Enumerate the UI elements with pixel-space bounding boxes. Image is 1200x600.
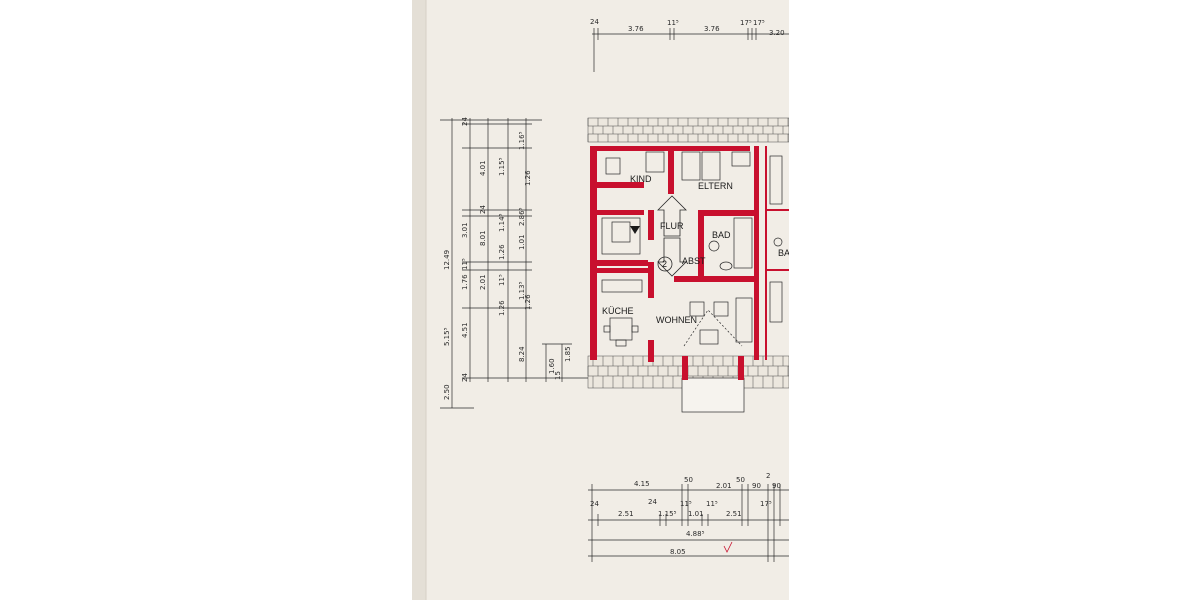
dim-bottom-r2-6: 1.01 xyxy=(688,510,704,518)
balcony xyxy=(681,377,745,413)
room-flur: FLUR xyxy=(660,221,684,231)
dim-top-5: 17⁵ xyxy=(740,19,752,27)
dim-bottom-r2-4: 1.15⁵ xyxy=(658,510,677,518)
dim-left-b3: 2.01 xyxy=(479,274,487,290)
dim-bottom-r2-8: 2.51 xyxy=(726,510,742,518)
dim-top-4: 3.76 xyxy=(704,25,720,33)
dim-left-b4: 24 xyxy=(479,205,487,214)
dim-left-i3: 2.86⁵ xyxy=(518,207,526,226)
top-dimension-chain xyxy=(592,28,789,72)
room-wohnen: WOHNEN xyxy=(656,315,697,325)
left-dimension-chains xyxy=(440,118,592,409)
dim-bottom-r2-3: 24 xyxy=(648,498,657,506)
roof-tiles-top xyxy=(587,117,789,143)
dim-left-a6: 24 xyxy=(461,373,469,382)
dim-left-b2: 8.01 xyxy=(479,230,487,246)
dim-left-i2: 1.26 xyxy=(524,170,532,186)
dim-bottom-r1-4: 50 xyxy=(736,476,745,484)
dim-left-c1: 1.15⁵ xyxy=(498,157,506,176)
dim-bottom-r1-3: 2.01 xyxy=(716,482,732,490)
dim-left-c3: 1.26 xyxy=(498,244,506,260)
floor-plan-drawing: 24 3.76 11⁵ 3.76 17⁵ 17⁵ 3.20 12.49 5.15… xyxy=(412,0,789,600)
dim-bottom-r1-6: 2 xyxy=(766,472,770,480)
dim-top-1: 24 xyxy=(590,18,599,26)
dim-bottom-r2-1: 24 xyxy=(590,500,599,508)
dim-bottom-total: 8.05 xyxy=(670,548,686,556)
dim-bottom-r1-1: 4.15 xyxy=(634,480,650,488)
dim-top-2: 3.76 xyxy=(628,25,644,33)
bottom-dimension-chains xyxy=(588,484,789,562)
dim-bottom-r1-5: 90 xyxy=(752,482,761,490)
dim-left-c6: 8.24 xyxy=(518,346,526,362)
dim-bottom-left-1: 2.50 xyxy=(443,384,451,400)
dim-left-c4: 11⁵ xyxy=(498,274,506,286)
dim-top-3: 11⁵ xyxy=(667,19,679,27)
stair-down-arrow-icon xyxy=(630,226,640,234)
dim-bottom-r1-7: 90 xyxy=(772,482,781,490)
room-kueche: KÜCHE xyxy=(602,306,634,316)
dim-left-a1: 24 xyxy=(461,117,469,126)
roof-tile-joints xyxy=(587,118,789,388)
room-kind: KIND xyxy=(630,174,652,184)
room-bad-neighbor: BA xyxy=(778,248,789,258)
dim-left-outer: 5.15⁵ xyxy=(443,327,451,346)
dim-bottom-left-2: 1.60 xyxy=(548,358,556,374)
dim-top-6: 17⁵ xyxy=(753,19,765,27)
dim-bottom-r1-2: 50 xyxy=(684,476,693,484)
dim-bottom-left-4: 15 xyxy=(554,371,562,380)
dim-bottom-left-3: 1.85 xyxy=(564,346,572,362)
checkmark-icon xyxy=(723,541,733,553)
circulation-arrows xyxy=(657,195,687,277)
dim-top-7: 3.20 xyxy=(769,29,785,37)
room-bad: BAD xyxy=(712,230,731,240)
dim-left-i5: 1.13⁵ xyxy=(518,281,526,300)
unit-number: 2 xyxy=(662,259,667,269)
dim-left-i4: 1.01 xyxy=(518,234,526,250)
unit-marker xyxy=(657,256,673,272)
blueprint-paper: 24 3.76 11⁵ 3.76 17⁵ 17⁵ 3.20 12.49 5.15… xyxy=(412,0,789,600)
dim-left-a4: 11⁵ xyxy=(461,258,469,270)
neighbor-walls xyxy=(765,146,789,360)
dim-left-i6: 1.26 xyxy=(524,294,532,310)
dim-bottom-r2-5: 11⁵ xyxy=(680,500,692,508)
dim-left-c5: 1.26 xyxy=(498,300,506,316)
dim-left-c2: 1.14⁵ xyxy=(498,213,506,232)
dim-left-a2: 3.01 xyxy=(461,222,469,238)
dim-bottom-r2-2: 2.51 xyxy=(618,510,634,518)
dim-left-total: 12.49 xyxy=(443,250,451,270)
dim-left-a5: 1.76 xyxy=(461,274,469,290)
dim-left-a3: 4.51 xyxy=(461,322,469,338)
dim-left-b1: 4.01 xyxy=(479,160,487,176)
dim-bottom-r2-9: 17⁵ xyxy=(760,500,772,508)
walls xyxy=(590,146,759,380)
page-fold xyxy=(412,0,426,600)
dim-left-i1: 1.16⁵ xyxy=(518,131,526,150)
dim-bottom-r2-7: 11⁵ xyxy=(706,500,718,508)
room-eltern: ELTERN xyxy=(698,181,733,191)
room-abst: ABST xyxy=(682,256,706,266)
fixtures xyxy=(601,151,783,347)
dim-bottom-mid: 4.88⁵ xyxy=(686,530,705,538)
